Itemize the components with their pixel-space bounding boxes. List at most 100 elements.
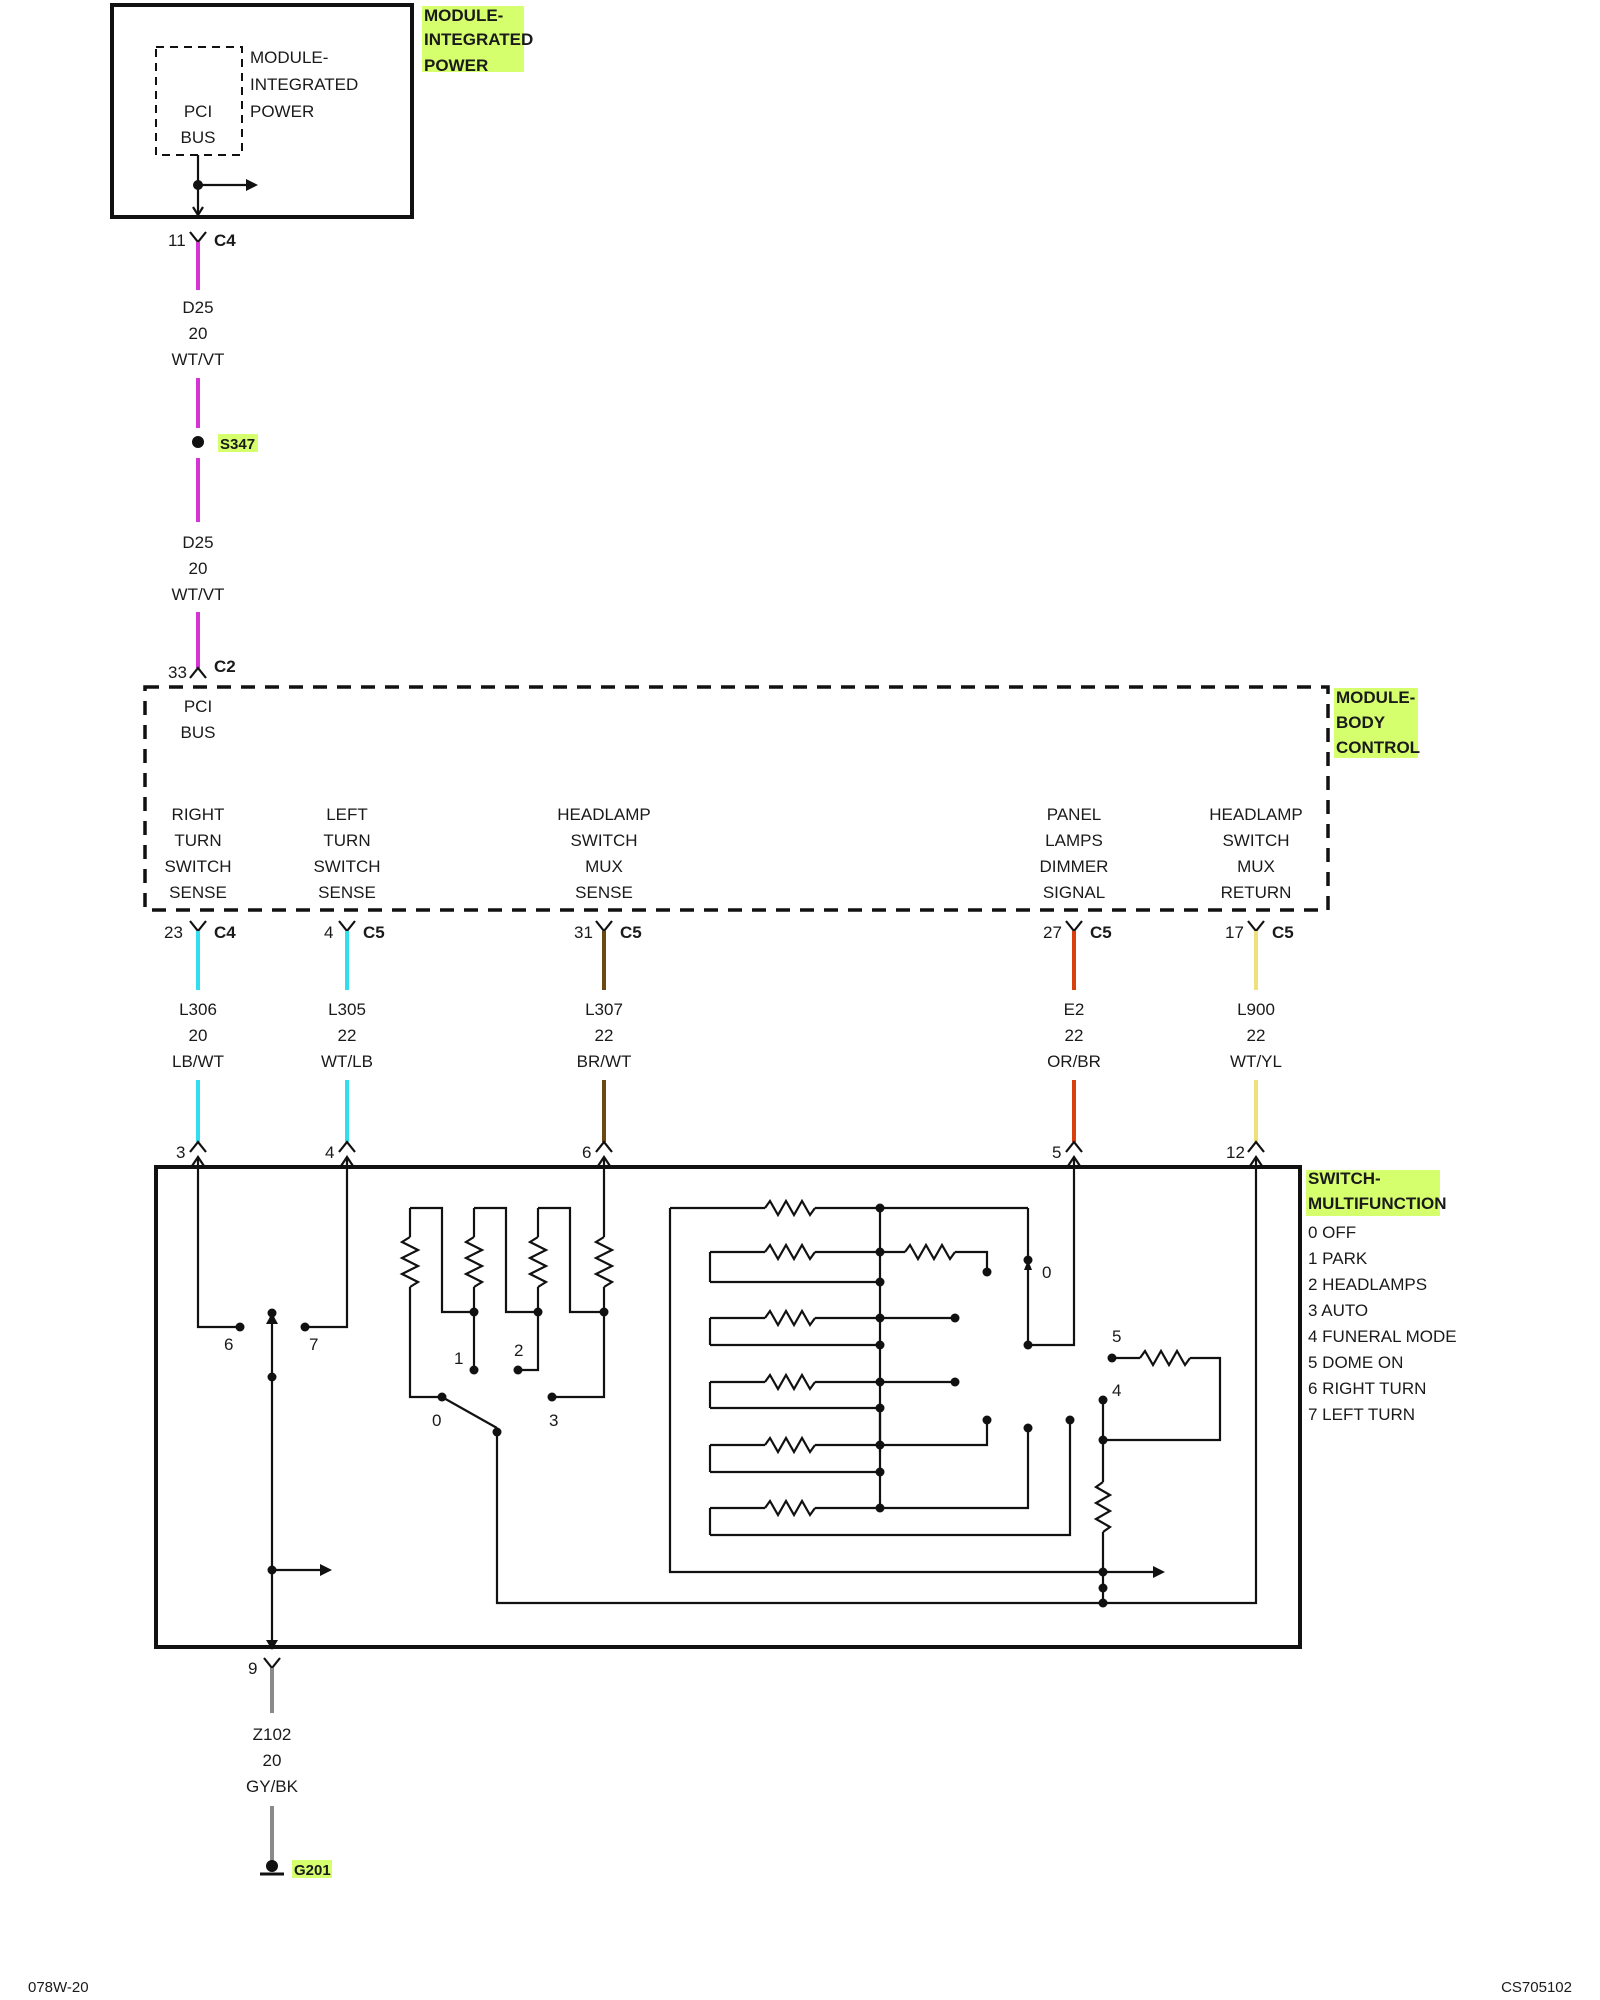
wire-gauge: 22 [1247, 1026, 1266, 1045]
ipm-pin-number: 11 [168, 231, 186, 250]
resistor-icon [593, 1236, 615, 1288]
d25-top-circuit: D25 [182, 298, 213, 317]
function-label-line: MUX [585, 857, 623, 876]
function-label-line: MUX [1237, 857, 1275, 876]
resistor-icon [764, 1242, 816, 1262]
resistor-icon [764, 1435, 816, 1455]
bcm-connector-id: C5 [363, 923, 385, 942]
legend-item: 5 DOME ON [1308, 1353, 1403, 1372]
d25-bottom-gauge: 20 [189, 559, 208, 578]
switch-title-1: SWITCH- [1308, 1169, 1381, 1188]
legend-item: 1 PARK [1308, 1249, 1368, 1268]
resistor-icon [764, 1308, 816, 1328]
switch-title: SWITCH- MULTIFUNCTION [1306, 1169, 1447, 1216]
ground-g201: G201 [260, 1860, 332, 1879]
bcm-function-col-2: LEFT TURN SWITCH SENSE 4 C5 L305 22 WT/L… [313, 805, 384, 1162]
resistor-icon [764, 1498, 816, 1518]
wire-circuit: E2 [1064, 1000, 1085, 1019]
splice-s347: S347 [192, 434, 258, 453]
resistor-icon [463, 1236, 485, 1288]
function-label-line: DIMMER [1040, 857, 1109, 876]
function-label-line: LEFT [326, 805, 368, 824]
ipm-inner-label-2: INTEGRATED [250, 75, 358, 94]
switch-pin-number: 3 [176, 1143, 185, 1162]
resistor-icon [399, 1236, 421, 1288]
switch-multifunction [154, 1165, 1302, 1649]
headlamp-position-label: 1 [454, 1349, 463, 1368]
ipm-title-2: INTEGRATED [424, 30, 533, 49]
legend-item: 2 HEADLAMPS [1308, 1275, 1427, 1294]
wire-circuit: L306 [179, 1000, 217, 1019]
headlamp-switch-resistor-ladder: 1 2 0 3 [399, 1155, 1108, 1605]
bcm-pin-number: 23 [164, 923, 183, 942]
bcm-pin-number: 31 [574, 923, 593, 942]
function-label-line: SWITCH [164, 857, 231, 876]
ipm-title: MODULE- INTEGRATED POWER [422, 6, 533, 75]
bcm-title-1: MODULE- [1336, 688, 1415, 707]
ground-connector-pin-9: 9 Z102 20 GY/BK [246, 1657, 299, 1862]
ground-arrow-icon [320, 1564, 332, 1576]
function-label-line: RIGHT [172, 805, 225, 824]
bcm-pci-connector: C2 [214, 657, 236, 676]
legend-item: 3 AUTO [1308, 1301, 1368, 1320]
wire-color: WT/YL [1230, 1052, 1282, 1071]
bcm-pin-number: 27 [1043, 923, 1062, 942]
wire-circuit: L305 [328, 1000, 366, 1019]
legend-item: 0 OFF [1308, 1223, 1356, 1242]
switch-pin-number: 12 [1226, 1143, 1245, 1162]
switch-legend: 0 OFF 1 PARK 2 HEADLAMPS 3 AUTO 4 FUNERA… [1308, 1223, 1457, 1424]
splice-label: S347 [220, 436, 255, 453]
function-label-line: TURN [174, 831, 221, 850]
function-label-line: HEADLAMP [1209, 805, 1303, 824]
wire-color: OR/BR [1047, 1052, 1101, 1071]
headlamp-position-label: 0 [432, 1411, 441, 1430]
ipm-pci-label: PCI [184, 102, 212, 121]
bcm-pci-pin: 33 [168, 663, 187, 682]
footer-left-code: 078W-20 [28, 1979, 89, 1996]
function-label-line: SWITCH [1222, 831, 1289, 850]
bcm-bus-label: BUS [181, 723, 216, 742]
connector-c4-pin-11: 11 C4 [168, 231, 236, 250]
d25-bottom-circuit: D25 [182, 533, 213, 552]
bcm-function-col-4: PANEL LAMPS DIMMER SIGNAL 27 C5 E2 22 OR… [1040, 805, 1112, 1162]
turn-signal-switch: 6 7 [191, 1155, 354, 1650]
wire-gauge: 20 [189, 1026, 208, 1045]
bcm-title-2: BODY [1336, 713, 1386, 732]
legend-item: 7 LEFT TURN [1308, 1405, 1415, 1424]
resistor-icon [1093, 1481, 1113, 1533]
ground-arrow-icon [1153, 1566, 1165, 1578]
ground-pin-number: 9 [248, 1659, 257, 1678]
headlamp-position-label: 3 [549, 1411, 558, 1430]
resistor-icon [764, 1372, 816, 1392]
d25-bottom-color: WT/VT [172, 585, 225, 604]
wire-gauge: 22 [1065, 1026, 1084, 1045]
legend-item: 4 FUNERAL MODE [1308, 1327, 1457, 1346]
ipm-title-1: MODULE- [424, 6, 503, 25]
bcm-connector-id: C5 [1272, 923, 1294, 942]
ground-wire-circuit: Z102 [253, 1725, 292, 1744]
wire-d25-bottom: D25 20 WT/VT [172, 458, 225, 668]
function-label-line: PANEL [1047, 805, 1102, 824]
bcm-title-3: CONTROL [1336, 738, 1420, 757]
switch-title-2: MULTIFUNCTION [1308, 1194, 1447, 1213]
function-label-line: SWITCH [570, 831, 637, 850]
bcm-function-col-3: HEADLAMP SWITCH MUX SENSE 31 C5 L307 22 … [557, 805, 651, 1162]
ground-label: G201 [294, 1862, 331, 1879]
connector-c2-pin-33: 33 C2 [168, 657, 236, 682]
function-label-line: SENSE [575, 883, 633, 902]
wire-color: BR/WT [577, 1052, 632, 1071]
wire-color: LB/WT [172, 1052, 224, 1071]
bcm-connector-id: C4 [214, 923, 236, 942]
panel-dimmer-network: 0 [668, 1155, 1157, 1574]
function-label-line: SENSE [318, 883, 376, 902]
wire-gauge: 22 [595, 1026, 614, 1045]
function-label-line: SENSE [169, 883, 227, 902]
wire-color: WT/LB [321, 1052, 373, 1071]
switch-pin-number: 6 [582, 1143, 591, 1162]
resistor-icon [1139, 1348, 1191, 1368]
wire-d25-top: D25 20 WT/VT [172, 242, 224, 428]
bus-arrow-icon [246, 179, 258, 191]
wire-circuit: L307 [585, 1000, 623, 1019]
turn-position-label: 7 [309, 1335, 318, 1354]
